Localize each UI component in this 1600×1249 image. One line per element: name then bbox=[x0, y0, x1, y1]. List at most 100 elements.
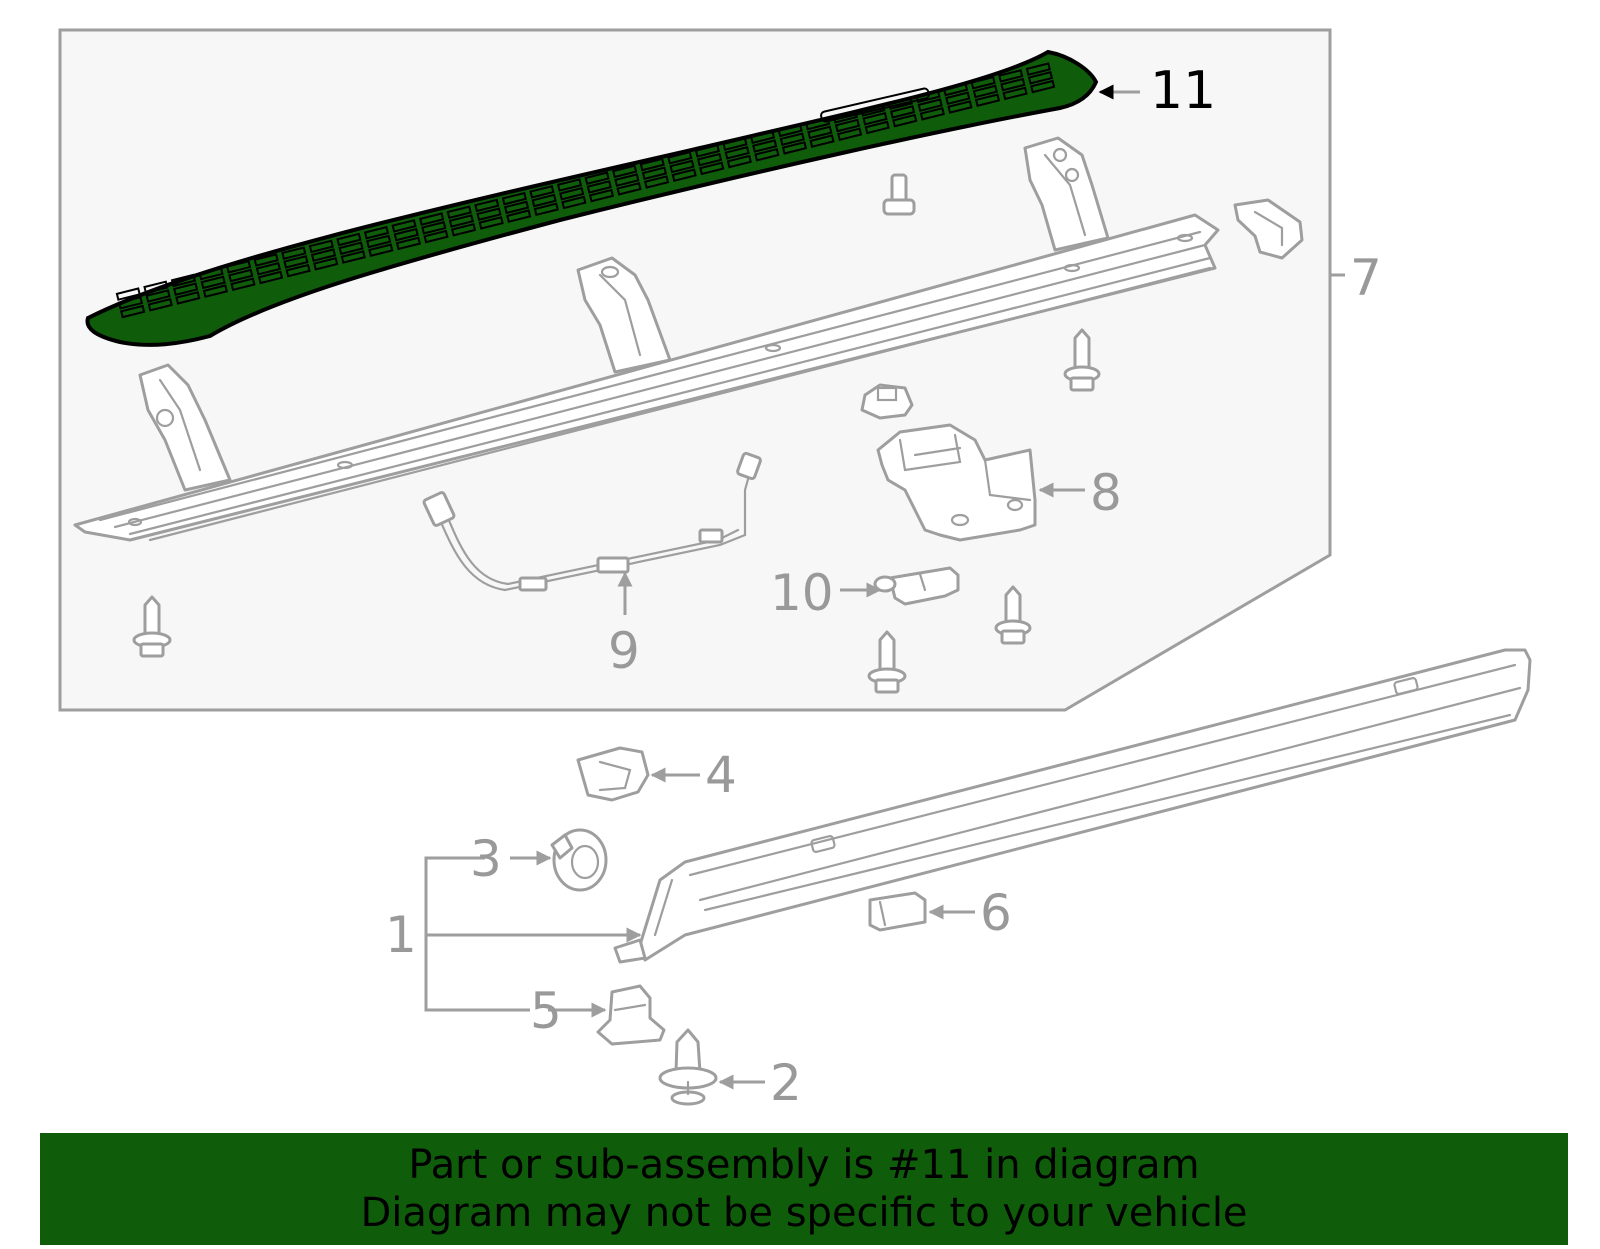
tread-rib bbox=[643, 175, 670, 189]
tread-rib bbox=[170, 273, 197, 288]
nut-clip bbox=[860, 383, 914, 420]
tread-rib bbox=[974, 93, 1001, 107]
callout-7: 7 bbox=[1350, 249, 1382, 307]
bolt-3 bbox=[132, 595, 172, 658]
tread-rib bbox=[694, 144, 721, 158]
tread-rib bbox=[561, 195, 587, 210]
part-1-rocker-molding bbox=[613, 648, 1532, 964]
tread-rib bbox=[556, 178, 583, 192]
tread-rib bbox=[474, 198, 500, 213]
tread-rib bbox=[754, 147, 780, 162]
tread-rib bbox=[393, 227, 419, 242]
tread-rib bbox=[423, 229, 449, 244]
tread-rib bbox=[448, 214, 475, 228]
tread-rib bbox=[616, 182, 642, 196]
step-pad-part-11[interactable] bbox=[85, 49, 1099, 347]
callout-9: 9 bbox=[608, 622, 640, 680]
tread-rib bbox=[120, 304, 146, 319]
part-5-clip bbox=[596, 984, 666, 1046]
tread-rib bbox=[230, 277, 256, 292]
tread-rib bbox=[779, 132, 805, 146]
pad-slot bbox=[820, 87, 930, 123]
tread-rib bbox=[336, 232, 362, 247]
banner-line-2: Diagram may not be specific to your vehi… bbox=[360, 1190, 1248, 1236]
tread-rib bbox=[285, 263, 311, 278]
tread-rib bbox=[310, 248, 337, 262]
tread-rib bbox=[147, 297, 173, 312]
tread-rib bbox=[200, 275, 226, 290]
tread-rib bbox=[1027, 71, 1054, 85]
tread-rib bbox=[917, 98, 943, 112]
tread-rib bbox=[696, 152, 723, 167]
tread-rib bbox=[1025, 62, 1051, 76]
part-8-bracket bbox=[876, 423, 1037, 542]
tread-rib bbox=[864, 120, 890, 135]
running-board-rail bbox=[73, 213, 1220, 542]
tread-rib bbox=[807, 125, 833, 140]
callout-10: 10 bbox=[770, 564, 834, 622]
callout-11: 11 bbox=[1150, 61, 1216, 121]
tread-rib bbox=[669, 159, 695, 174]
tread-rib bbox=[1030, 79, 1056, 94]
rail-bracket-right bbox=[1023, 136, 1110, 252]
tread-rib bbox=[834, 118, 861, 133]
tread-rib bbox=[198, 266, 224, 281]
tread-rib bbox=[257, 270, 284, 285]
tread-rib bbox=[586, 180, 612, 194]
rail-bracket-left bbox=[138, 363, 232, 492]
part-3-grommet bbox=[550, 828, 608, 892]
tread-rib bbox=[726, 154, 752, 169]
tread-rib bbox=[421, 221, 447, 235]
tread-rib bbox=[419, 212, 445, 226]
tread-rib bbox=[862, 111, 888, 126]
tread-rib bbox=[255, 261, 281, 276]
tread-rib bbox=[915, 89, 941, 104]
tread-rib bbox=[889, 105, 916, 119]
tread-rib bbox=[478, 216, 504, 230]
tread-rib bbox=[919, 107, 945, 121]
tread-rib bbox=[175, 291, 201, 305]
tread-rib bbox=[533, 202, 559, 217]
banner-line-1: Part or sub-assembly is #11 in diagram bbox=[408, 1142, 1200, 1188]
tread-rib bbox=[391, 219, 417, 233]
tread-rib bbox=[722, 137, 748, 151]
callout-4: 4 bbox=[705, 746, 737, 804]
tread-rib bbox=[226, 260, 252, 274]
tread-rib bbox=[972, 84, 998, 99]
tread-rib bbox=[1000, 77, 1026, 92]
tread-rib bbox=[612, 164, 638, 179]
tread-rib bbox=[749, 130, 776, 145]
bolt-5 bbox=[994, 585, 1032, 645]
tread-rib bbox=[531, 193, 557, 208]
tread-rib bbox=[584, 171, 610, 185]
tread-rib bbox=[145, 289, 171, 303]
tread-rib bbox=[117, 296, 144, 310]
tread-rib bbox=[639, 157, 665, 172]
tread-rib bbox=[998, 69, 1024, 83]
tread-rib bbox=[476, 207, 502, 221]
part-6-clip bbox=[868, 891, 927, 932]
tread-rib bbox=[809, 134, 835, 148]
tread-rib bbox=[506, 209, 532, 223]
info-banner: Part or sub-assembly is #11 in diagram D… bbox=[40, 1133, 1568, 1245]
callout-8: 8 bbox=[1090, 464, 1122, 522]
tread-rib bbox=[752, 139, 778, 153]
tread-rib bbox=[368, 243, 394, 257]
tread-rib bbox=[529, 185, 555, 199]
tread-rib bbox=[777, 123, 803, 138]
tread-rib bbox=[699, 161, 725, 176]
tread-rib bbox=[671, 168, 697, 182]
bolt-2 bbox=[1063, 328, 1101, 392]
tread-rib bbox=[667, 150, 693, 165]
tread-rib bbox=[945, 91, 971, 106]
tread-rib bbox=[837, 127, 863, 142]
tread-rib bbox=[395, 236, 422, 251]
tread-rib bbox=[892, 113, 918, 128]
part-9-wire-harness bbox=[422, 451, 762, 592]
tread-rib bbox=[559, 186, 585, 201]
tread-rib bbox=[942, 82, 969, 97]
tread-rib bbox=[338, 241, 364, 256]
part-4-cap bbox=[576, 746, 650, 802]
tread-rib bbox=[173, 282, 199, 296]
tread-rib bbox=[115, 287, 141, 301]
